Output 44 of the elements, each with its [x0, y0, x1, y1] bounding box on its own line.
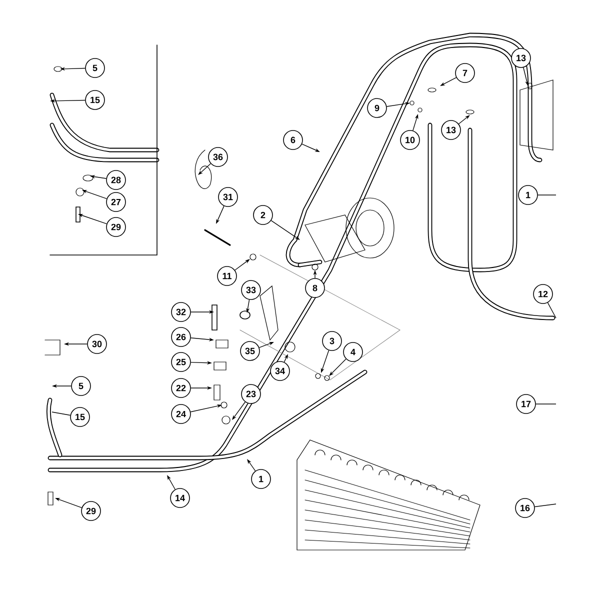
leader-line: [52, 412, 71, 416]
leader-line: [329, 358, 346, 376]
leader-line: [534, 504, 556, 508]
callout-number: 23: [241, 384, 261, 404]
callout-number: 35: [240, 341, 260, 361]
callout-number: 13: [511, 48, 531, 68]
callout-number: 1: [518, 185, 538, 205]
callout-number: 7: [455, 63, 475, 83]
callout-number: 36: [208, 147, 228, 167]
callout-number: 2: [253, 205, 273, 225]
callout-number: 29: [81, 501, 101, 521]
leader-line: [547, 302, 556, 318]
callout-number: 32: [171, 302, 191, 322]
callout-number: 10: [400, 130, 420, 150]
callout-number: 30: [87, 334, 107, 354]
callout-number: 4: [343, 342, 363, 362]
leader-line: [198, 163, 211, 175]
callout-number: 5: [71, 376, 91, 396]
callout-number: 26: [171, 327, 191, 347]
callout-number: 17: [516, 394, 536, 414]
callout-number: 31: [218, 187, 238, 207]
callout-number: 1: [251, 469, 271, 489]
callout-number: 22: [171, 378, 191, 398]
callout-number: 15: [85, 90, 105, 110]
callout-number: 11: [217, 266, 237, 286]
callout-number: 9: [367, 98, 387, 118]
callout-number: 12: [533, 284, 553, 304]
callout-number: 6: [283, 130, 303, 150]
callout-number: 5: [85, 58, 105, 78]
callout-number: 27: [106, 192, 126, 212]
leader-line: [458, 115, 470, 124]
callout-number: 33: [241, 280, 261, 300]
callout-number: 29: [106, 217, 126, 237]
callout-number: 34: [270, 361, 290, 381]
callout-number: 28: [106, 170, 126, 190]
callout-number: 8: [305, 278, 325, 298]
callout-number: 25: [171, 352, 191, 372]
callout-number: 24: [171, 404, 191, 424]
callout-number: 13: [441, 120, 461, 140]
callout-number: 14: [170, 488, 190, 508]
leader-line: [538, 194, 556, 196]
callout-number: 16: [515, 498, 535, 518]
callout-number: 3: [322, 331, 342, 351]
callout-number: 15: [70, 407, 90, 427]
